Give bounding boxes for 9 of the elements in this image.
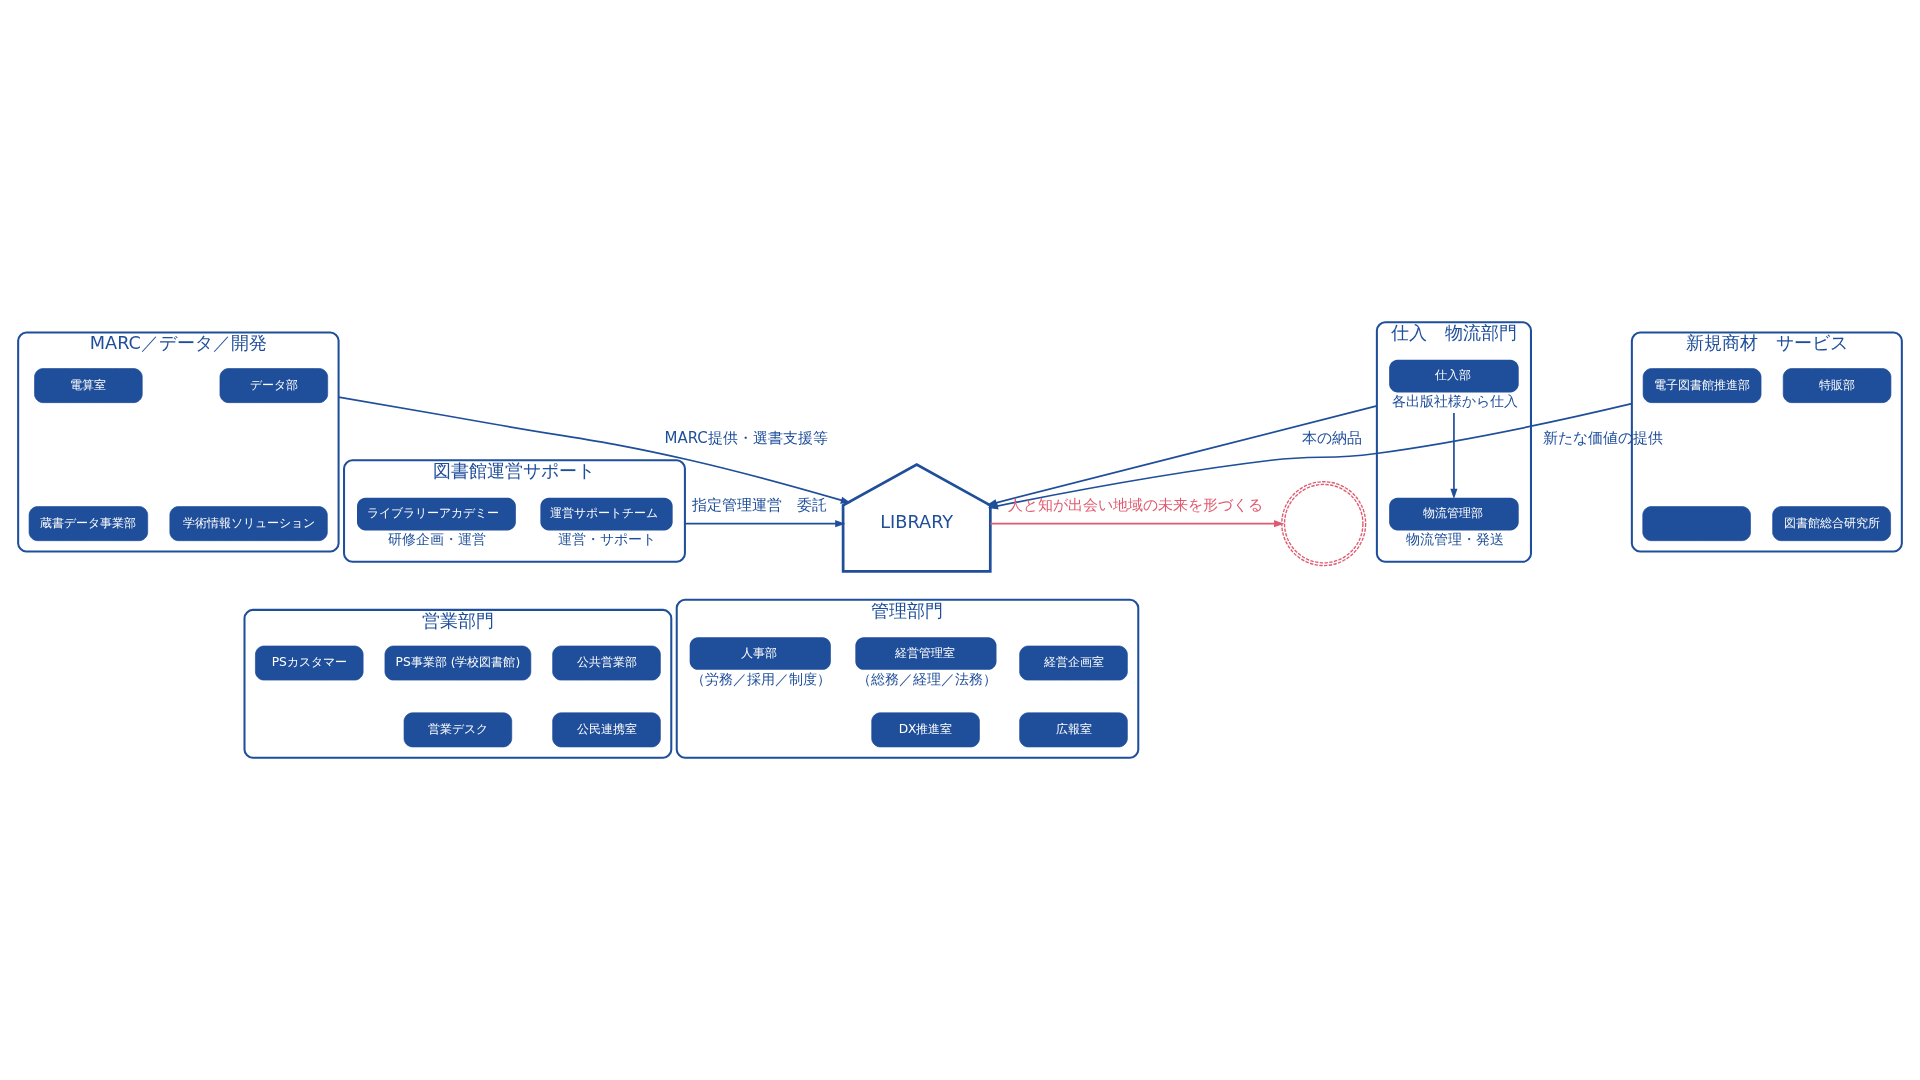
node-label: 研修企画・運営 <box>388 531 487 548</box>
node-label: （労務／採用／制度） <box>691 670 832 687</box>
node-label: （総務／経理／法務） <box>856 670 997 687</box>
node-label: 物流管理・発送 <box>1405 531 1504 548</box>
edge-label: 本の納品 <box>1301 428 1362 447</box>
node-label: 各出版社様から仕入 <box>1391 393 1518 410</box>
edge-label: 指定管理運営 委託 <box>691 496 827 515</box>
edge-label: MARC提供・選書支援等 <box>664 428 828 447</box>
node-label: 運営・サポート <box>558 531 657 548</box>
